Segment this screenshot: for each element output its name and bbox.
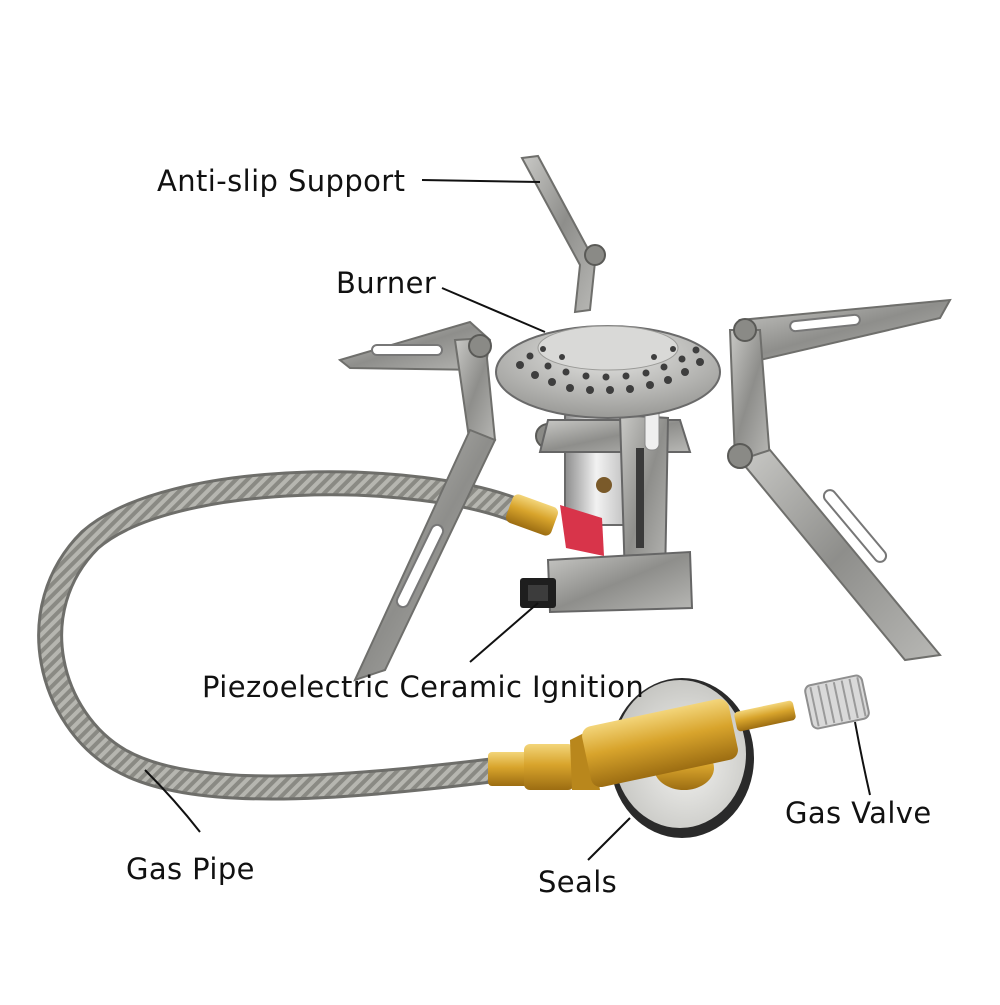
leader-ignition <box>469 602 539 663</box>
leader-lines <box>144 179 871 861</box>
leader-seals <box>587 817 631 861</box>
label-burner: Burner <box>336 266 437 300</box>
leader-support <box>421 179 541 183</box>
stove-legs <box>337 154 952 682</box>
gas-valve-assembly <box>488 674 870 790</box>
stove-connector <box>506 494 558 536</box>
leader-burner <box>441 287 546 333</box>
burner-head <box>495 325 721 419</box>
label-piezoelectric-ignition: Piezoelectric Ceramic Ignition <box>202 670 645 704</box>
label-gas-valve: Gas Valve <box>785 796 932 830</box>
leader-gas-valve <box>854 721 871 796</box>
ignition-red-part <box>560 505 604 556</box>
label-anti-slip-support: Anti-slip Support <box>157 164 406 198</box>
label-gas-pipe: Gas Pipe <box>126 852 255 886</box>
label-seals: Seals <box>538 865 618 899</box>
leader-gas-pipe <box>144 769 201 833</box>
